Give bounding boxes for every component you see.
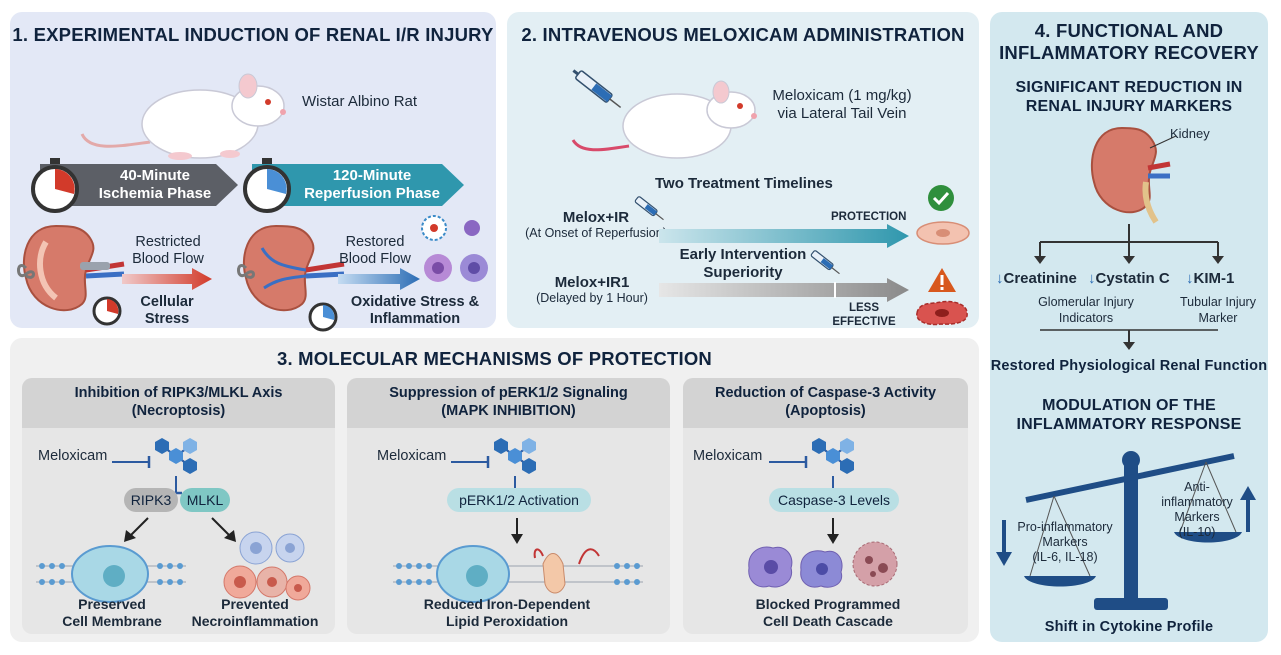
up-arrow-icon: [1240, 486, 1256, 532]
card3-heading: Reduction of Caspase-3 Activity(Apoptosi…: [683, 378, 968, 428]
dose-label: Meloxicam (1 mg/kg)via Lateral Tail Vein: [772, 87, 912, 122]
protection-label: PROTECTION: [831, 211, 907, 223]
cell-icon: [916, 221, 970, 245]
oxidative-stress-label: Oxidative Stress &Inflammation: [350, 294, 480, 327]
membrane-icon: [393, 545, 643, 603]
inflammatory-cells-icon: [421, 215, 488, 282]
perk-pill: pERK1/2 Activation: [447, 488, 591, 512]
syringe-icon: [810, 250, 840, 275]
stopwatch-icon: [243, 158, 291, 213]
membrane-icon: [36, 545, 186, 603]
down-arrow-icon: ↓: [1186, 270, 1194, 287]
card2-heading: Suppression of pERK1/2 Signaling(MAPK IN…: [347, 378, 670, 428]
timelines-title: Two Treatment Timelines: [655, 175, 833, 192]
ischemia-phase-arrow: [40, 164, 238, 206]
creatinine-marker: ↓Creatinine: [996, 270, 1077, 287]
syringe-icon: [572, 69, 622, 109]
group2-label: Melox+IR1 (Delayed by 1 Hour): [536, 274, 648, 305]
kidney-icon: [1090, 126, 1171, 224]
ripk3-pill: RIPK3: [124, 488, 178, 512]
kidney-label: Kidney: [1170, 126, 1210, 141]
caspase-pill: Caspase-3 Levels: [769, 488, 899, 512]
cystatin-marker: ↓Cystatin C: [1088, 270, 1170, 287]
restored-bracket-lines: [1040, 329, 1218, 350]
cell-icon: [916, 300, 968, 326]
mlkl-pill: MLKL: [180, 488, 230, 512]
panel-meloxicam-administration: 2. INTRAVENOUS MELOXICAM ADMINISTRATION …: [507, 12, 979, 328]
down-arrow-icon: ↓: [1088, 270, 1096, 287]
molecule-icon: [494, 438, 536, 474]
syringe-icon: [634, 196, 664, 221]
panel-ischemia-reperfusion: 1. EXPERIMENTAL INDUCTION OF RENAL I/R I…: [10, 12, 496, 332]
group1-label: Melox+IR (At Onset of Reperfusion): [525, 209, 667, 240]
drug-label: Meloxicam: [38, 448, 108, 464]
panel2-title: 2. INTRAVENOUS MELOXICAM ADMINISTRATION: [521, 24, 965, 45]
pathway-arrow: [511, 518, 523, 544]
pathway-arrows: [124, 517, 236, 542]
molecule-icon: [812, 438, 854, 474]
molecule-icon: [155, 438, 197, 474]
restricted-flow-arrow: [122, 268, 212, 290]
rat-icon: [571, 80, 757, 159]
balance-icon: [1024, 451, 1242, 610]
warning-icon: [928, 268, 956, 292]
mechanism-card-apoptosis: Reduction of Caspase-3 Activity(Apoptosi…: [683, 378, 968, 634]
pathway-arrow: [827, 518, 839, 544]
cell-icon: [223, 531, 311, 601]
apoptotic-cells-icon: [748, 541, 898, 588]
stopwatch-icon: [308, 302, 338, 332]
inhibition-line: [769, 456, 808, 468]
drug-label: Meloxicam: [377, 448, 447, 464]
check-icon: [928, 185, 954, 211]
panel-molecular-mechanisms: 3. MOLECULAR MECHANISMS OF PROTECTION In…: [10, 338, 979, 642]
timeline-arrow-protection: [659, 224, 909, 248]
restored-flow-arrow: [338, 268, 420, 290]
stopwatch-icon: [92, 296, 122, 326]
drug-label: Meloxicam: [693, 448, 763, 464]
down-arrow-icon: [996, 520, 1012, 566]
stopwatch-icon: [31, 158, 79, 213]
kim1-marker: ↓KIM-1: [1186, 270, 1235, 287]
marker-tree-lines: [1034, 224, 1224, 264]
mechanism-card-mapk: Suppression of pERK1/2 Signaling(MAPK IN…: [347, 378, 670, 634]
panel3-title: 3. MOLECULAR MECHANISMS OF PROTECTION: [277, 348, 712, 369]
inhibition-line: [112, 456, 151, 468]
rat-icon: [80, 73, 286, 160]
inhibition-line: [451, 456, 490, 468]
panel1-title: 1. EXPERIMENTAL INDUCTION OF RENAL I/R I…: [12, 24, 494, 45]
restored-function-label: Restored Physiological Renal Function: [990, 358, 1268, 374]
cytokine-shift-label: Shift in Cytokine Profile: [1044, 619, 1214, 635]
down-arrow-icon: ↓: [996, 270, 1004, 287]
reperfusion-phase-arrow: [252, 164, 464, 206]
mechanism-card-necroptosis: Inhibition of RIPK3/MLKL Axis(Necroptosi…: [22, 378, 335, 634]
timeline-arrow-delayed: [659, 278, 909, 302]
kidney-pointer-line: [1149, 135, 1177, 149]
rat-label: Wistar Albino Rat: [302, 93, 418, 110]
kidney-icon: [237, 224, 345, 312]
kidney-icon: [17, 224, 125, 312]
card1-heading: Inhibition of RIPK3/MLKL Axis(Necroptosi…: [22, 378, 335, 428]
